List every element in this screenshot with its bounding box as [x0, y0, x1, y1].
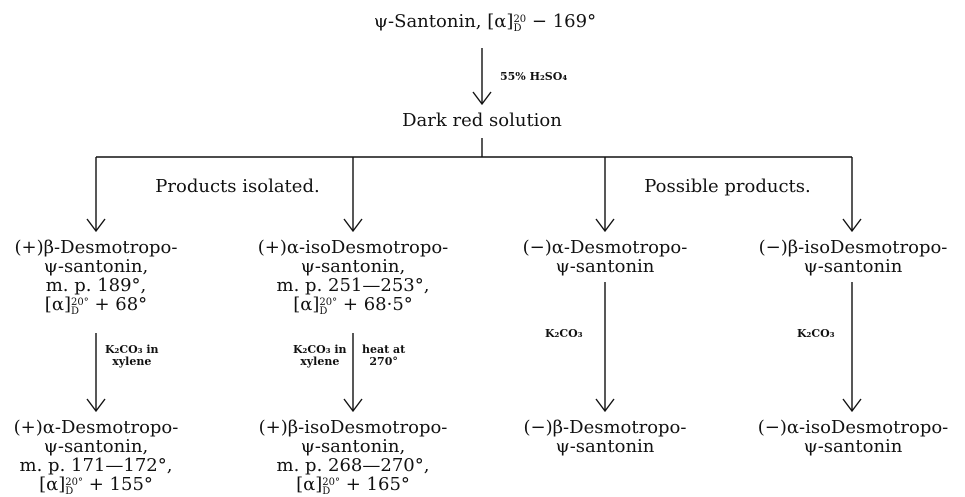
- product-1-rot-value: + 68°: [94, 294, 148, 315]
- product-2-compound: (+)α-isoDesmotropo- ψ-santonin, m. p. 25…: [240, 237, 466, 317]
- product-3-result: (−)β-Desmotropo- ψ-santonin: [500, 418, 710, 456]
- product-1-rotation: [α]20°D + 68°: [0, 294, 192, 317]
- product-2-rot-value: + 68·5°: [342, 294, 413, 315]
- product-2-result: (+)β-isoDesmotropo- ψ-santonin, m. p. 26…: [240, 417, 466, 497]
- product-1-reagent: K₂CO₃ in xylene: [105, 344, 159, 368]
- product-1-reagent-line-2: xylene: [112, 355, 152, 368]
- label-possible-products: Possible products.: [644, 176, 811, 197]
- product-2-result-line-2: ψ-santonin,: [300, 436, 406, 457]
- product-2-result-line-1: (+)β-isoDesmotropo-: [258, 417, 448, 438]
- product-4-line-2: ψ-santonin: [803, 256, 903, 277]
- product-2-result-rot-sub: D: [322, 486, 331, 497]
- product-2-line-3: m. p. 251—253°,: [276, 275, 430, 296]
- product-1-rot-sup: 20°: [71, 297, 89, 308]
- starting-rotation-sub: D: [513, 23, 522, 34]
- arrowhead-top: [472, 91, 492, 106]
- product-4-result-line-2: ψ-santonin: [803, 436, 903, 457]
- product-1-line-3: m. p. 189°,: [45, 275, 147, 296]
- product-2-result-rot-sup: 20°: [322, 477, 341, 488]
- product-1-line-2: ψ-santonin,: [43, 256, 149, 277]
- reaction-scheme-lines: [86, 48, 862, 413]
- product-3-result-line-2: ψ-santonin: [555, 436, 655, 457]
- product-3-line-1: (−)α-Desmotropo-: [522, 237, 688, 258]
- starting-rotation-value: − 169°: [531, 11, 597, 32]
- product-1-result-rot-sub: D: [65, 486, 74, 497]
- product-2-result-rot-value: + 165°: [345, 474, 410, 495]
- product-3-compound: (−)α-Desmotropo- ψ-santonin: [500, 238, 710, 276]
- product-1-rot-prefix: [α]: [44, 294, 71, 315]
- product-1-result-line-1: (+)α-Desmotropo-: [13, 417, 179, 438]
- product-2-result-rotation: [α]20°D + 165°: [296, 474, 410, 497]
- product-2-reagent-left: K₂CO₃ in xylene: [293, 344, 347, 368]
- product-2-reagent-right: heat at 270°: [362, 344, 405, 368]
- product-1-reagent-line-1: K₂CO₃ in: [105, 343, 159, 356]
- product-1-rot-sub: D: [71, 306, 80, 317]
- intermediate-dark-red-solution: Dark red solution: [402, 110, 562, 131]
- product-2-reagent-right-line-2: 270°: [369, 355, 398, 368]
- product-1-result-line-2: ψ-santonin,: [43, 436, 149, 457]
- product-4-line-1: (−)β-isoDesmotropo-: [758, 237, 948, 258]
- product-2-line-1: (+)α-isoDesmotropo-: [257, 237, 449, 258]
- product-4-compound: (−)β-isoDesmotropo- ψ-santonin: [742, 238, 964, 276]
- product-1-result-rotation: [α]20°D + 155°: [39, 474, 153, 497]
- product-2-rotation: [α]20°D + 68·5°: [240, 294, 466, 317]
- product-2-line-2: ψ-santonin,: [300, 256, 406, 277]
- product-4-reagent: K₂CO₃: [797, 327, 835, 340]
- product-3-reagent: K₂CO₃: [545, 327, 583, 340]
- product-4-result-line-1: (−)α-isoDesmotropo-: [757, 417, 949, 438]
- product-3-line-2: ψ-santonin: [555, 256, 655, 277]
- label-products-isolated: Products isolated.: [155, 176, 320, 197]
- product-1-result-rot-sup: 20°: [65, 477, 84, 488]
- product-2-rot-sup: 20°: [319, 297, 338, 308]
- starting-rotation-sup: 20: [513, 14, 527, 25]
- product-1-result: (+)α-Desmotropo- ψ-santonin, m. p. 171—1…: [0, 417, 192, 497]
- reagent-h2so4: 55% H₂SO₄: [500, 70, 568, 83]
- product-1-line-1: (+)β-Desmotropo-: [14, 237, 178, 258]
- product-2-rot-sub: D: [319, 306, 328, 317]
- product-1-result-rot-value: + 155°: [88, 474, 153, 495]
- product-3-result-line-1: (−)β-Desmotropo-: [523, 417, 687, 438]
- product-2-reagent-left-line-1: K₂CO₃ in: [293, 343, 347, 356]
- product-1-compound: (+)β-Desmotropo- ψ-santonin, m. p. 189°,…: [0, 237, 192, 317]
- product-1-result-line-3: m. p. 171—172°,: [19, 455, 173, 476]
- product-2-rot-prefix: [α]: [293, 294, 320, 315]
- product-2-reagent-left-line-2: xylene: [300, 355, 340, 368]
- product-2-result-line-3: m. p. 268—270°,: [276, 455, 430, 476]
- starting-compound-name: ψ-Santonin, [α]: [373, 11, 514, 32]
- product-2-reagent-right-line-1: heat at: [362, 343, 406, 356]
- product-4-result: (−)α-isoDesmotropo- ψ-santonin: [742, 418, 964, 456]
